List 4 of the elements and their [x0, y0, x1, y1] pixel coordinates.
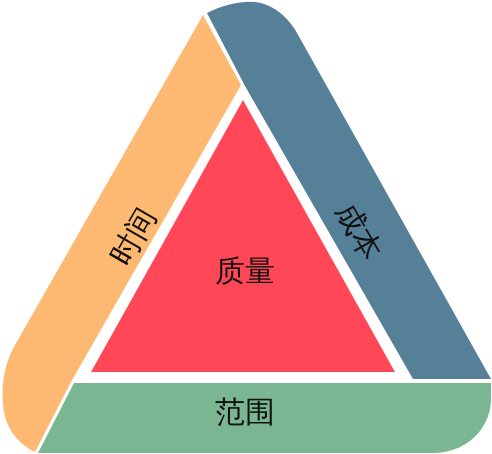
- band-label: 范围: [215, 398, 275, 428]
- band-label: 时间: [106, 204, 162, 270]
- triangle-label: 质量: [215, 257, 275, 287]
- band-label: 成本: [330, 198, 386, 266]
